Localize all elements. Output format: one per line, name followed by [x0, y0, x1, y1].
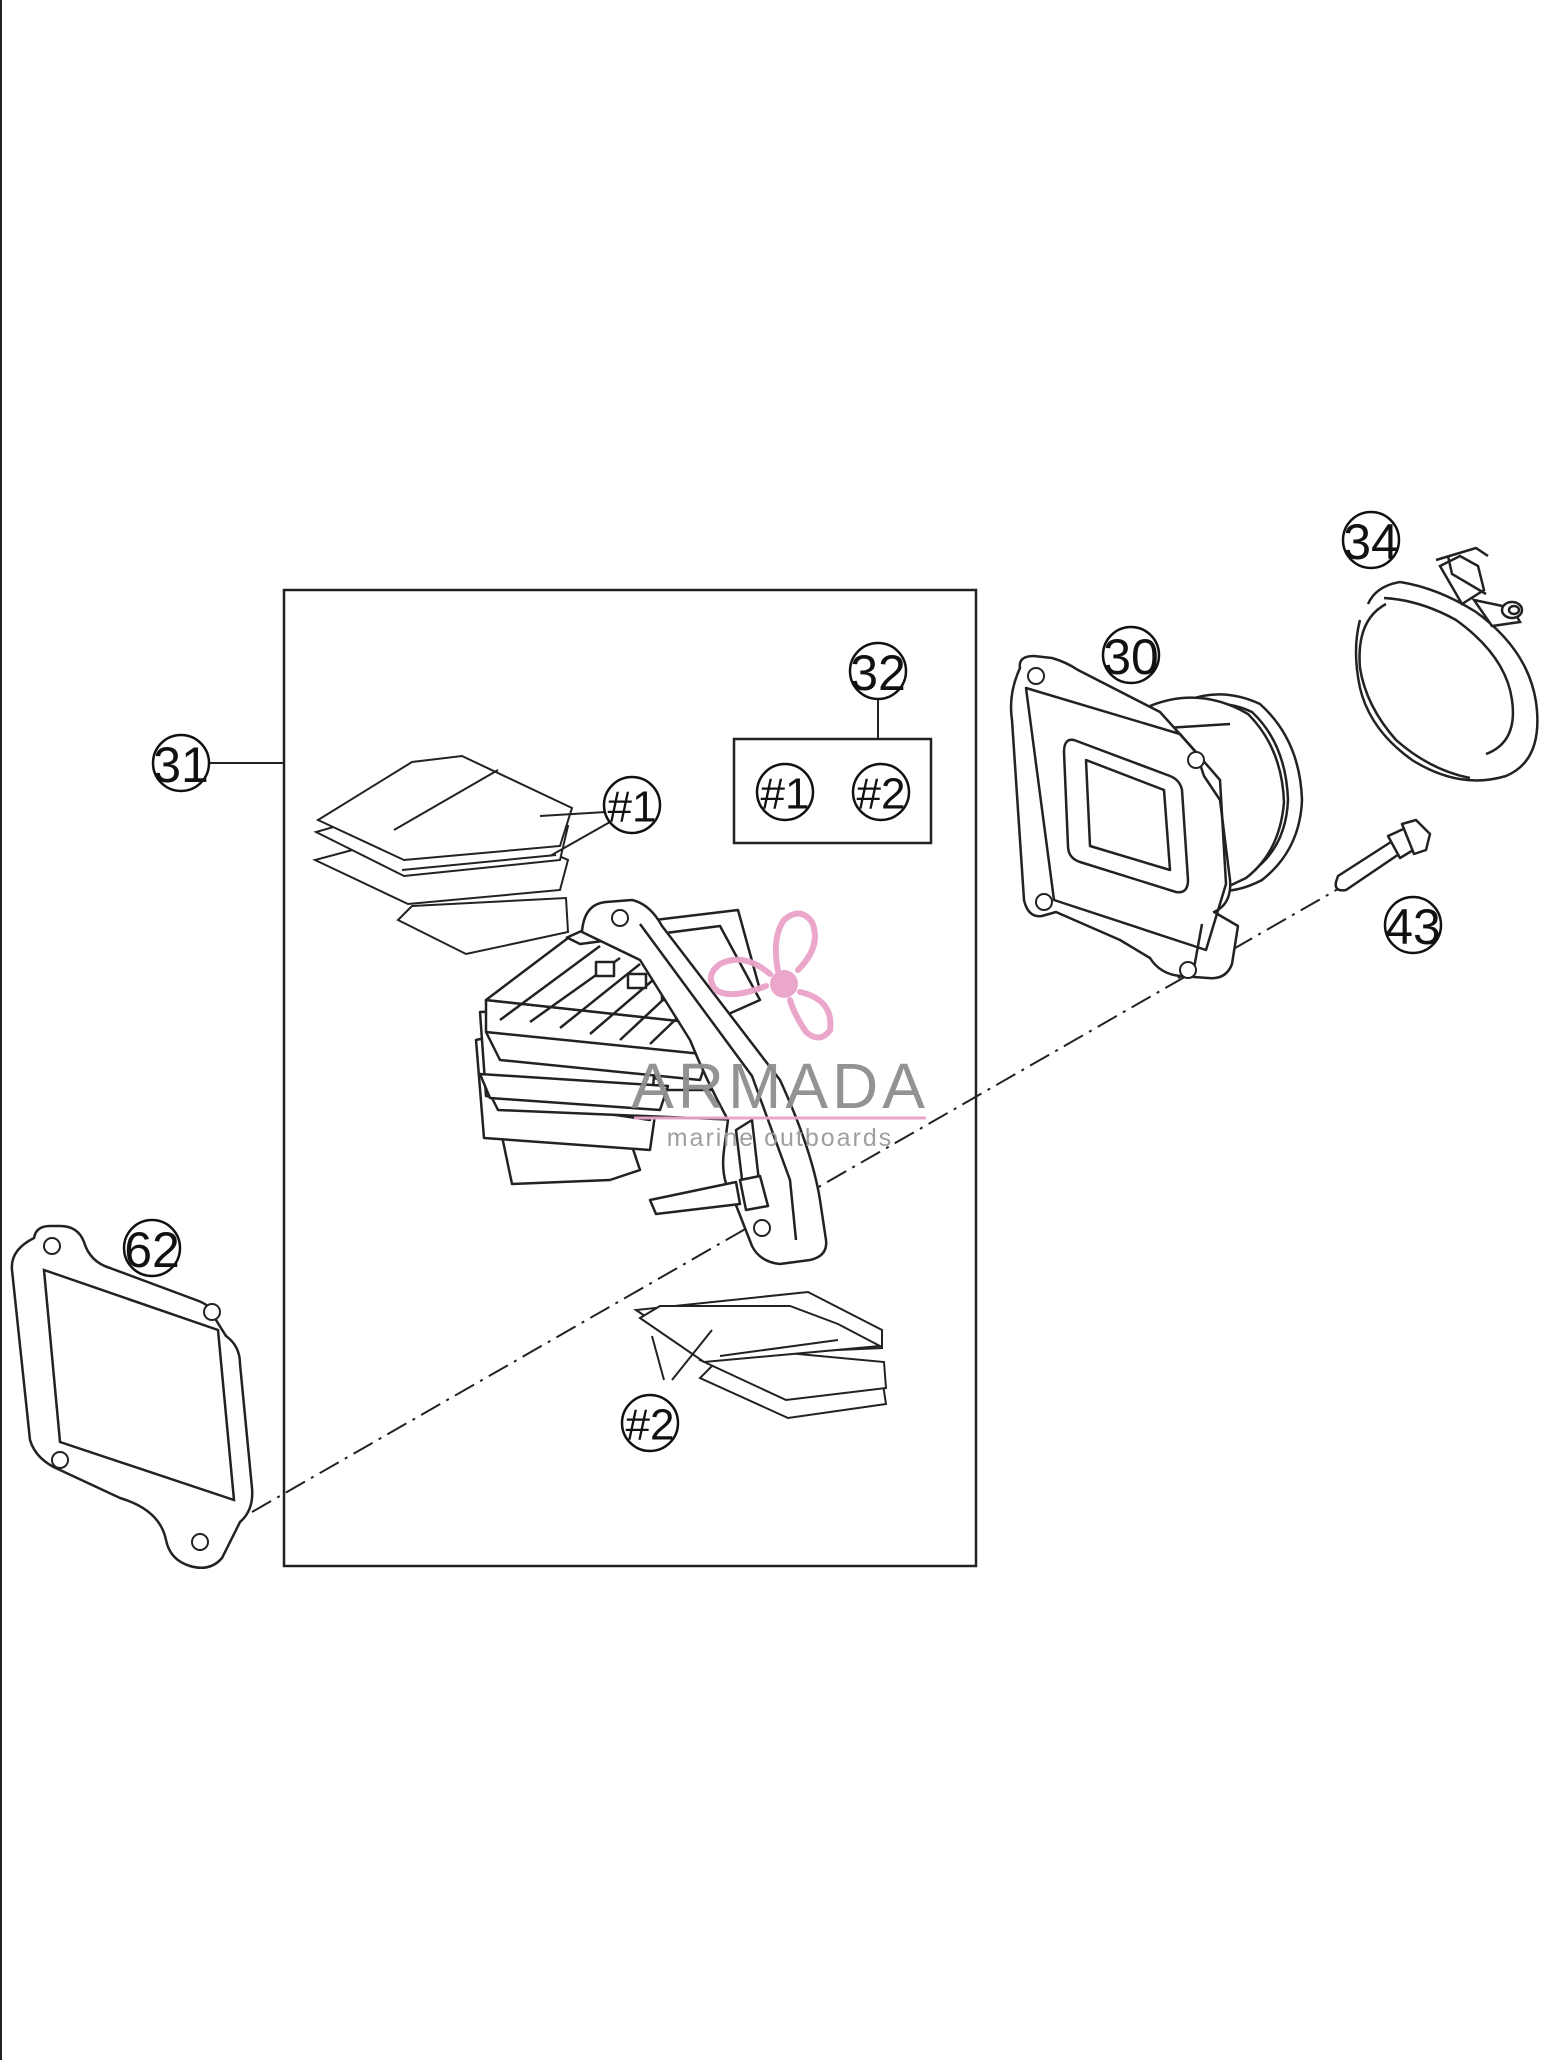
gasket-62-holes: [43, 1237, 221, 1551]
reed-valve-block: [474, 898, 828, 1266]
callout-circle: [602, 775, 662, 835]
callout-label: #1: [761, 770, 810, 819]
callout-circle: [848, 641, 908, 701]
callout-62: 62: [122, 1218, 182, 1278]
callout-hash1-box: #1: [755, 762, 815, 822]
callout-circle: [1341, 510, 1401, 570]
callout-circle: [1101, 625, 1161, 685]
bolt-43: [1334, 818, 1432, 892]
watermark-subtitle: marine outboards: [667, 1124, 894, 1152]
reed-block-holes: [611, 909, 771, 1237]
callout-circle: [755, 762, 815, 822]
callout-32: 32: [848, 641, 908, 701]
callout-34: 34: [1341, 510, 1401, 570]
callout-circle: [1383, 895, 1443, 955]
callout-circle: [122, 1218, 182, 1278]
callout-30: 30: [1101, 625, 1161, 685]
callout-hash2-bottom: #2: [620, 1393, 680, 1453]
callout-label: 30: [1103, 629, 1159, 685]
callout-label: #1: [608, 783, 657, 832]
intake-manifold-30: [1009, 654, 1304, 980]
hose-clamp-34: [1354, 546, 1539, 782]
gasket-62: [10, 1224, 254, 1569]
callout-label: #2: [626, 1401, 675, 1450]
callout-circle: [151, 733, 211, 793]
callout-circle: [620, 1393, 680, 1453]
reed-petals-top: [312, 754, 574, 956]
leader-h1-top-b: [549, 821, 611, 857]
leader-h2-bottom-a: [651, 1335, 665, 1381]
kit-box-32: [732, 737, 933, 845]
watermark-title: ARMADA: [631, 1050, 929, 1122]
callout-label: 43: [1385, 899, 1441, 955]
manifold-holes: [1027, 667, 1205, 979]
callout-hash1-top: #1: [602, 775, 662, 835]
callout-label: 32: [850, 645, 906, 701]
callout-43: 43: [1383, 895, 1443, 955]
callout-hash2-box: #2: [851, 762, 911, 822]
reed-petals-bottom: [633, 1290, 888, 1420]
callout-label: 34: [1343, 514, 1399, 570]
callout-label: 31: [153, 737, 209, 793]
leader-h1-top-a: [539, 811, 607, 817]
callout-label: #2: [857, 770, 906, 819]
callout-circle: [851, 762, 911, 822]
kit-box-31: [282, 588, 978, 1568]
watermark: ARMADA marine outboards: [631, 910, 929, 1152]
callout-label: 62: [124, 1222, 180, 1278]
callout-31: 31: [151, 733, 211, 793]
propeller-logo-icon: [707, 910, 834, 1041]
leader-h2-bottom-b: [671, 1329, 713, 1381]
